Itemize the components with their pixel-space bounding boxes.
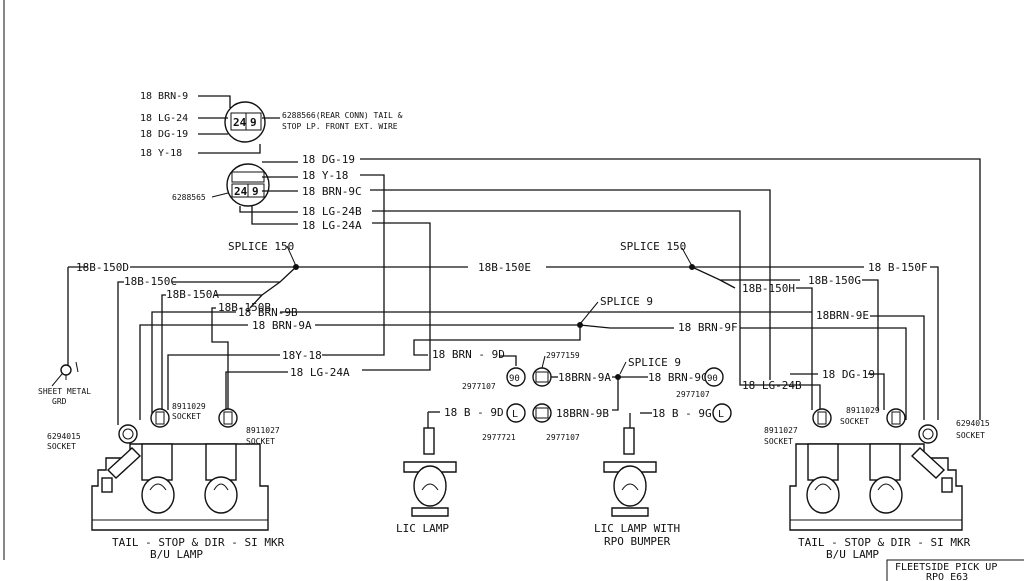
wire-label-18brn-9c: 18 BRN-9C [648,371,708,384]
wire-label-18b-150b: 18B-150B [218,301,271,314]
pin-24-label: 24 [233,116,247,129]
socket-text-8911029: SOCKET [172,412,201,421]
connector-l-right-label: L [718,409,724,420]
splice-150-left: SPLICE 150 [228,240,294,253]
ground-label-2: GRD [52,397,67,406]
title-block: FLEETSIDE PICK UP RPO E63 [886,559,1024,581]
wire-18brn-9c [370,189,771,380]
wire-label-18y-18: 18 Y-18 [302,169,348,182]
right-harness: SPLICE 150 18 B-150F 18B-150G 18B-150H 1… [578,240,990,561]
socket-label-6294015: 6294015 [956,419,990,428]
socket-label-8911027: 8911027 [764,426,798,435]
wire-label-18b-150d: 18B-150D [76,261,129,274]
wire-label-18brn-9a: 18 BRN-9A [252,319,312,332]
socket-label-6294015: 6294015 [47,432,81,441]
part-2977107-b: 2977107 [676,390,710,399]
wire-label-18dg-19: 18 DG-19 [822,368,875,381]
center-harness: 18B-150E SPLICE 9 18 BRN - 9D 90 2977159… [296,261,732,548]
splice-150-right: SPLICE 150 [620,240,686,253]
part-2977159: 2977159 [546,351,580,360]
wire-label-18brn-9d: 18 BRN - 9D [432,348,505,361]
part-2977107-c: 2977107 [546,433,580,442]
lic-lamp-bumper-caption-1: LIC LAMP WITH [594,522,680,535]
license-lamp [403,427,457,517]
connector-6288566: 24 9 18 BRN-9 18 LG-24 18 DG-19 18 Y-18 … [140,91,403,159]
ground-symbol [60,361,79,380]
wire-label-18b-150a: 18B-150A [166,288,219,301]
wire-label-18dg-19: 18 DG-19 [302,153,355,166]
wire-label-18brn-9e: 18BRN-9E [816,309,869,322]
wire-18dg-19 [360,158,981,420]
lamp-caption-left-1: TAIL - STOP & DIR - SI MKR [112,536,285,549]
left-harness: SPLICE 150 18B-150D 18B-150C 18B-150A 18… [38,240,578,561]
lamp-caption-left-2: B/U LAMP [150,548,203,561]
connector-l-right [712,403,732,423]
connector-part-text-1: 6288566(REAR CONN) TAIL & [282,111,403,120]
connector-l-left [506,403,526,423]
pin-9-label: 9 [250,116,257,129]
splice-9-top: SPLICE 9 [600,295,653,308]
wire-label-18b-150c: 18B-150C [124,275,177,288]
connector-90-right-label: 90 [707,374,718,384]
wire-label-18brn-9a: 18BRN-9A [558,371,611,384]
wire-label-18lg-24b: 18 LG-24B [302,205,362,218]
wire-label-18lg-24b: 18 LG-24B [742,379,802,392]
title-block-line-1: FLEETSIDE PICK UP [895,562,997,573]
wire-label-18b-150h: 18B-150H [742,282,795,295]
socket-6294015 [918,424,938,444]
wire-label-18lg-24a: 18 LG-24A [302,219,362,232]
wire-18lg-24a [362,222,431,371]
connector-l-label: L [512,409,518,420]
wire-label-18brn-9: 18 BRN-9 [140,91,188,102]
wire-label-18brn-9c: 18 BRN-9C [302,185,362,198]
connector-part-number: 6288565 [172,193,206,202]
wire-18y-18 [360,174,385,290]
socket-6294015 [118,424,138,444]
socket-label-8911029: 8911029 [172,402,206,411]
socket-text-8911027: SOCKET [246,437,275,446]
socket-text-8911027: SOCKET [764,437,793,446]
wire-label-18dg-19: 18 DG-19 [140,129,188,140]
connector-outline [224,101,266,143]
tail-lamp-assembly-left [91,443,269,531]
wire-label-18brn-9b: 18BRN-9B [556,407,609,420]
wire-label-18brn-9f: 18 BRN-9F [678,321,738,334]
part-2977721: 2977721 [482,433,516,442]
socket-label-8911027: 8911027 [246,426,280,435]
license-lamp-bumper [603,427,657,517]
wire-label-18y-18: 18Y-18 [282,349,322,362]
part-2977107-a: 2977107 [462,382,496,391]
wire-18lg-24b [372,210,808,386]
title-block-line-2: RPO E63 [926,572,968,581]
splice-9-center: SPLICE 9 [628,356,681,369]
socket-text-6294015: SOCKET [47,442,76,451]
lic-lamp-bumper-caption-2: RPO BUMPER [604,535,671,548]
ground-label: SHEET METAL [38,387,91,396]
wire-label-18b-9d: 18 B - 9D [444,406,504,419]
lic-lamp-caption: LIC LAMP [396,522,449,535]
connector-6288565: 24 9 6288565 18 DG-19 18 Y-18 18 BRN-9C … [172,153,362,232]
socket-text-6294015: SOCKET [956,431,985,440]
wire-label-18brn-9b: 18 BRN-9B [238,306,298,319]
wire-label-18b-150f: 18 B-150F [868,261,928,274]
wire-label-18y-18: 18 Y-18 [140,148,182,159]
wire-label-18b-150g: 18B-150G [808,274,861,287]
lamp-caption-right-2: B/U LAMP [826,548,879,561]
lamp-caption-right-1: TAIL - STOP & DIR - SI MKR [798,536,971,549]
socket-text-8911029: SOCKET [840,417,869,426]
wire-label-18lg-24: 18 LG-24 [140,113,188,124]
tail-lamp-assembly-right [789,443,963,531]
wire-label-18b-150e: 18B-150E [478,261,531,274]
connector-part-text-2: STOP LP. FRONT EXT. WIRE [282,122,398,131]
wire-label-18lg-24a: 18 LG-24A [290,366,350,379]
pin-9-label: 9 [252,185,259,198]
pin-24-label: 24 [234,185,248,198]
connector-90-label: 90 [509,374,520,384]
connector-90-left [506,367,526,387]
connector-90-right [704,367,724,387]
wire-label-18b-9g: 18 B - 9G [652,407,712,420]
socket-label-8911029: 8911029 [846,406,880,415]
